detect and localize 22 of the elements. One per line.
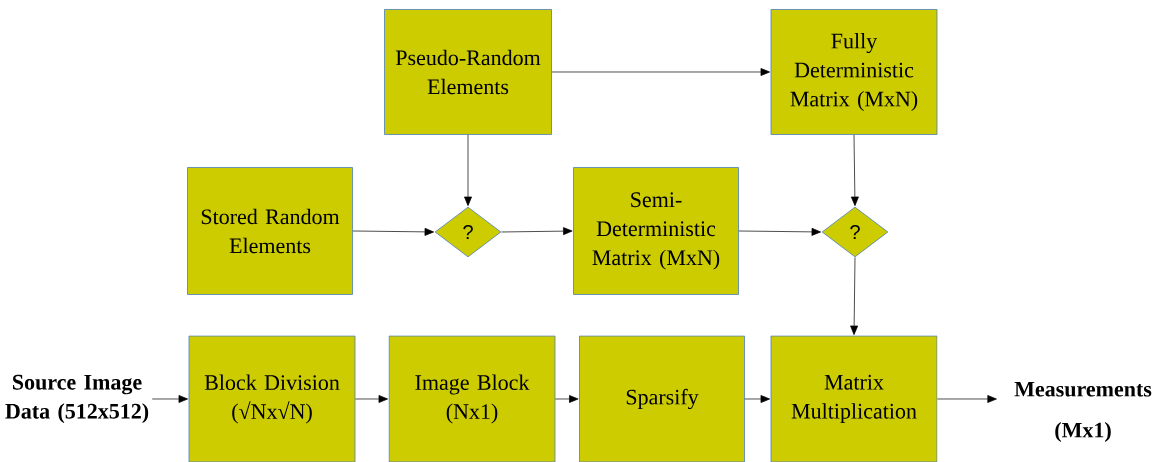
- arrow: [850, 134, 859, 206]
- input-label: Source Image Data (512x512): [5, 374, 149, 424]
- arrow: [555, 395, 579, 403]
- output-label: Measurements (Mx1): [1014, 381, 1152, 443]
- arrow: [352, 227, 435, 236]
- arrow: [151, 395, 188, 403]
- process-box: Fully Deterministic Matrix (MxN): [770, 9, 938, 135]
- process-box: Block Division (√Nx√N): [188, 335, 356, 462]
- process-box: Semi-Deterministic Matrix (MxN): [573, 167, 739, 295]
- process-box: Matrix Multiplication: [770, 335, 938, 462]
- process-box: Image Block (Nx1): [388, 335, 556, 462]
- arrow: [355, 395, 389, 403]
- arrow: [744, 395, 770, 403]
- arrow: [738, 227, 821, 236]
- arrow: [850, 257, 859, 335]
- arrow: [464, 134, 472, 206]
- process-box: Pseudo-Random Elements: [384, 9, 552, 135]
- arrow: [551, 68, 770, 76]
- arrow: [937, 395, 997, 403]
- arrow: [501, 227, 573, 236]
- process-box: Stored Random Elements: [187, 167, 353, 295]
- process-box: Sparsify: [579, 335, 745, 462]
